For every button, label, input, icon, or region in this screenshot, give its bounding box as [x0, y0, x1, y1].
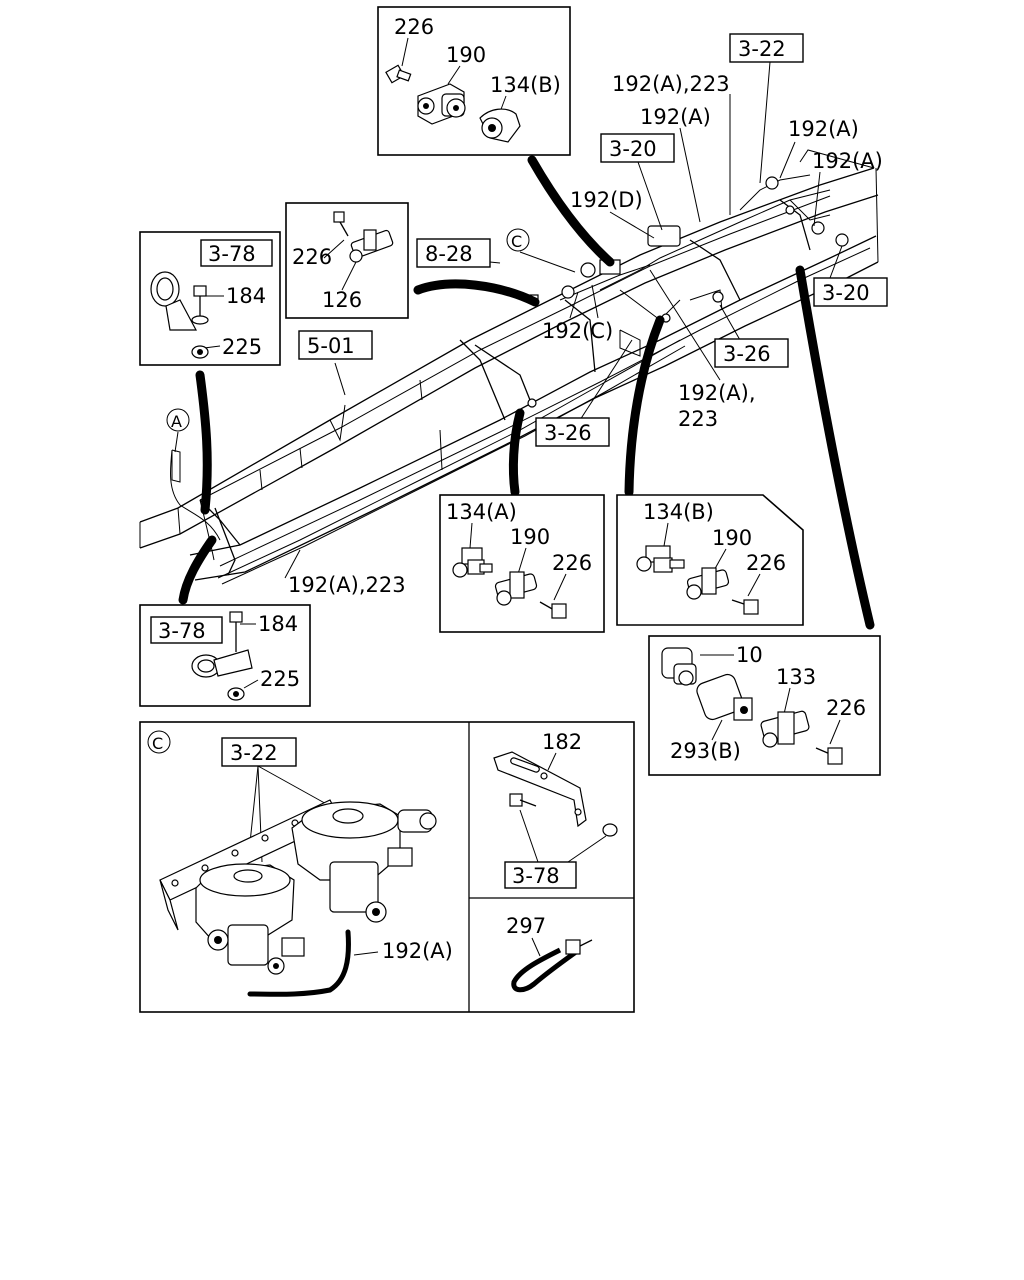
chassis-frame [139, 149, 879, 585]
detail-box-126: 226 126 [285, 202, 409, 319]
bolt-icon [509, 793, 537, 807]
bolt-icon [731, 599, 759, 615]
bolt-icon [385, 64, 412, 84]
elbow-fitting-icon [636, 545, 685, 573]
nut-icon [602, 823, 618, 837]
marker-c-frame: C [511, 232, 522, 251]
label-192a-223-mid-2: 223 [678, 407, 718, 431]
nut-icon [191, 345, 209, 359]
connector-icon [696, 673, 753, 721]
relay-valve-icon [159, 799, 437, 975]
elbow-fitting-icon [661, 647, 697, 686]
ref-3-22-top: 3-22 [738, 37, 786, 61]
ref-3-20-top: 3-20 [609, 137, 657, 161]
detail-box-tie: 297 [506, 914, 593, 993]
detail-box-clamp-a: 3-78 184 225 [139, 231, 281, 366]
detail-box-134b: 134(B) 190 226 [616, 494, 804, 626]
bolt-icon [333, 211, 349, 237]
ref-3-78-c: 3-78 [512, 864, 560, 888]
detail-box-top: 226 190 134(B) [377, 6, 571, 156]
bolt-icon [191, 285, 209, 325]
ref-3-78-a: 3-78 [208, 242, 256, 266]
clamp-icon [191, 649, 253, 678]
label-192a-3: 192(A) [812, 149, 883, 173]
marker-c-detail: C [152, 734, 163, 753]
callout-190: 190 [712, 526, 752, 550]
callout-184: 184 [258, 612, 298, 636]
callout-226: 226 [826, 696, 866, 720]
leader-lines [178, 155, 875, 630]
callout-226: 226 [292, 245, 332, 269]
label-192d: 192(D) [570, 188, 643, 212]
ref-8-28: 8-28 [425, 242, 473, 266]
label-192a-1: 192(A) [640, 105, 711, 129]
callout-182: 182 [542, 730, 582, 754]
ref-3-26-a: 3-26 [723, 342, 771, 366]
tee-fitting-icon [417, 83, 466, 125]
callout-226: 226 [394, 15, 434, 39]
label-192a-2: 192(A) [788, 117, 859, 141]
callout-190: 190 [446, 43, 486, 67]
ref-3-26-b: 3-26 [544, 421, 592, 445]
label-192c: 192(C) [542, 319, 613, 343]
elbow-fitting-icon [479, 108, 521, 143]
callout-134b: 134(B) [490, 73, 561, 97]
callout-226: 226 [746, 551, 786, 575]
bracket-icon [493, 751, 587, 828]
ref-3-22-c: 3-22 [230, 741, 278, 765]
callout-297: 297 [506, 914, 546, 938]
marker-a-frame: A [171, 412, 182, 431]
bolt-icon [229, 611, 243, 652]
bolt-icon [815, 747, 843, 765]
callout-225: 225 [260, 667, 300, 691]
detail-box-bracket: 182 3-78 [493, 730, 618, 889]
ref-3-20-right: 3-20 [822, 281, 870, 305]
callout-293b: 293(B) [670, 739, 741, 763]
callout-225: 225 [222, 335, 262, 359]
callout-126: 126 [322, 288, 362, 312]
nut-icon [227, 687, 245, 701]
callout-133: 133 [776, 665, 816, 689]
callout-192a: 192(A) [382, 939, 453, 963]
tee-fitting-icon [686, 567, 730, 600]
tee-fitting-icon [494, 571, 538, 606]
callout-226: 226 [552, 551, 592, 575]
callout-134b: 134(B) [643, 500, 714, 524]
callout-184: 184 [226, 284, 266, 308]
callout-190: 190 [510, 525, 550, 549]
detail-box-10: 10 133 226 293(B) [648, 635, 881, 776]
detail-box-clamp-b: 3-78 184 225 [139, 604, 311, 707]
callout-10: 10 [736, 643, 763, 667]
label-192a-223-top: 192(A),223 [612, 72, 730, 96]
tee-fitting-icon [349, 229, 394, 263]
label-192a-223-mid-1: 192(A), [678, 381, 756, 405]
label-192a-223-low: 192(A),223 [288, 573, 406, 597]
label-leaders [174, 61, 843, 579]
ref-5-01: 5-01 [307, 334, 355, 358]
tee-fitting-icon [760, 710, 810, 748]
bolt-icon [539, 601, 567, 619]
clamp-icon [150, 271, 197, 331]
ref-3-78-b: 3-78 [158, 619, 206, 643]
elbow-fitting-icon [452, 547, 493, 578]
callout-134a: 134(A) [446, 500, 517, 524]
frame-labels: 3-22 192(A),223 192(A) 192(A) 192(A) 3-2… [166, 33, 888, 597]
cable-tie-icon [511, 939, 593, 993]
detail-box-134a: 134(A) 190 226 [439, 494, 605, 633]
